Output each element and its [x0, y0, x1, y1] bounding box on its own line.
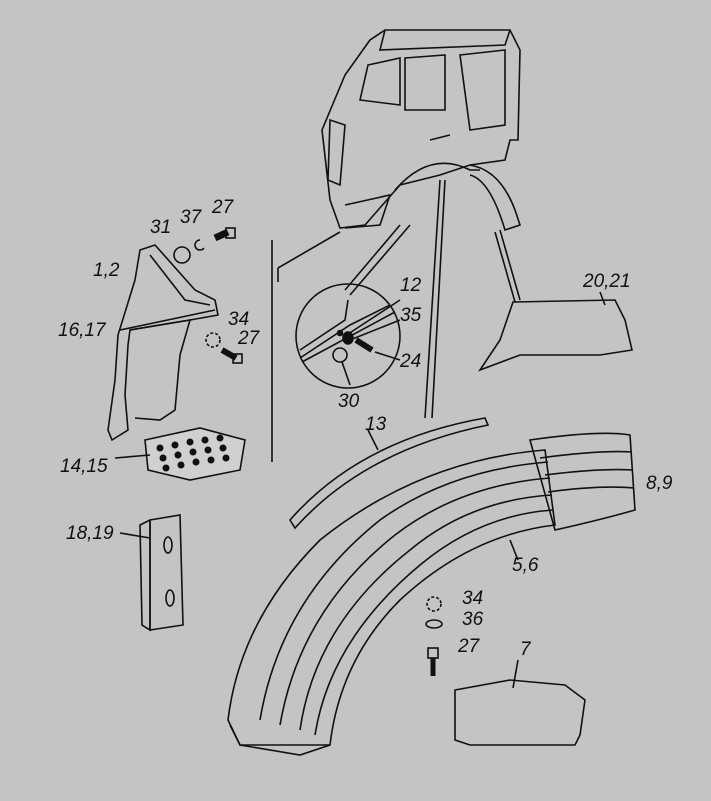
label-18-19: 18,19	[66, 523, 114, 544]
label-1-2: 1,2	[93, 260, 120, 281]
fender-5-6	[227, 449, 556, 756]
panel-20-21	[477, 291, 633, 372]
label-5-6: 5,6	[512, 555, 539, 576]
label-24: 24	[400, 351, 422, 372]
fasteners-top	[173, 227, 243, 364]
label-27: 27	[212, 197, 234, 218]
label-20-21: 20,21	[583, 271, 631, 292]
fasteners-bottom	[425, 596, 443, 676]
truck-cab	[321, 29, 522, 232]
step-14-15	[114, 427, 246, 481]
label-36: 36	[462, 609, 484, 630]
guide-lines	[271, 179, 521, 462]
label-13: 13	[365, 414, 387, 435]
bracket-18-19	[119, 514, 184, 632]
label-8-9: 8,9	[646, 473, 673, 494]
label-37: 37	[180, 207, 202, 228]
strip-13	[289, 417, 490, 530]
label-16-17: 16,17	[58, 320, 106, 341]
label-14-15: 14,15	[60, 456, 108, 477]
label-30: 30	[338, 391, 360, 412]
panel-7	[454, 659, 586, 746]
label-34: 34	[228, 309, 250, 330]
extension-8-9	[528, 432, 636, 531]
label-12: 12	[400, 275, 422, 296]
label-34: 34	[462, 588, 484, 609]
bracket-1-2	[107, 244, 219, 442]
label-7: 7	[520, 639, 531, 660]
label-35: 35	[400, 305, 422, 326]
label-31: 31	[150, 217, 172, 238]
detail-circle	[295, 283, 401, 389]
label-27: 27	[238, 328, 260, 349]
label-27: 27	[458, 636, 480, 657]
